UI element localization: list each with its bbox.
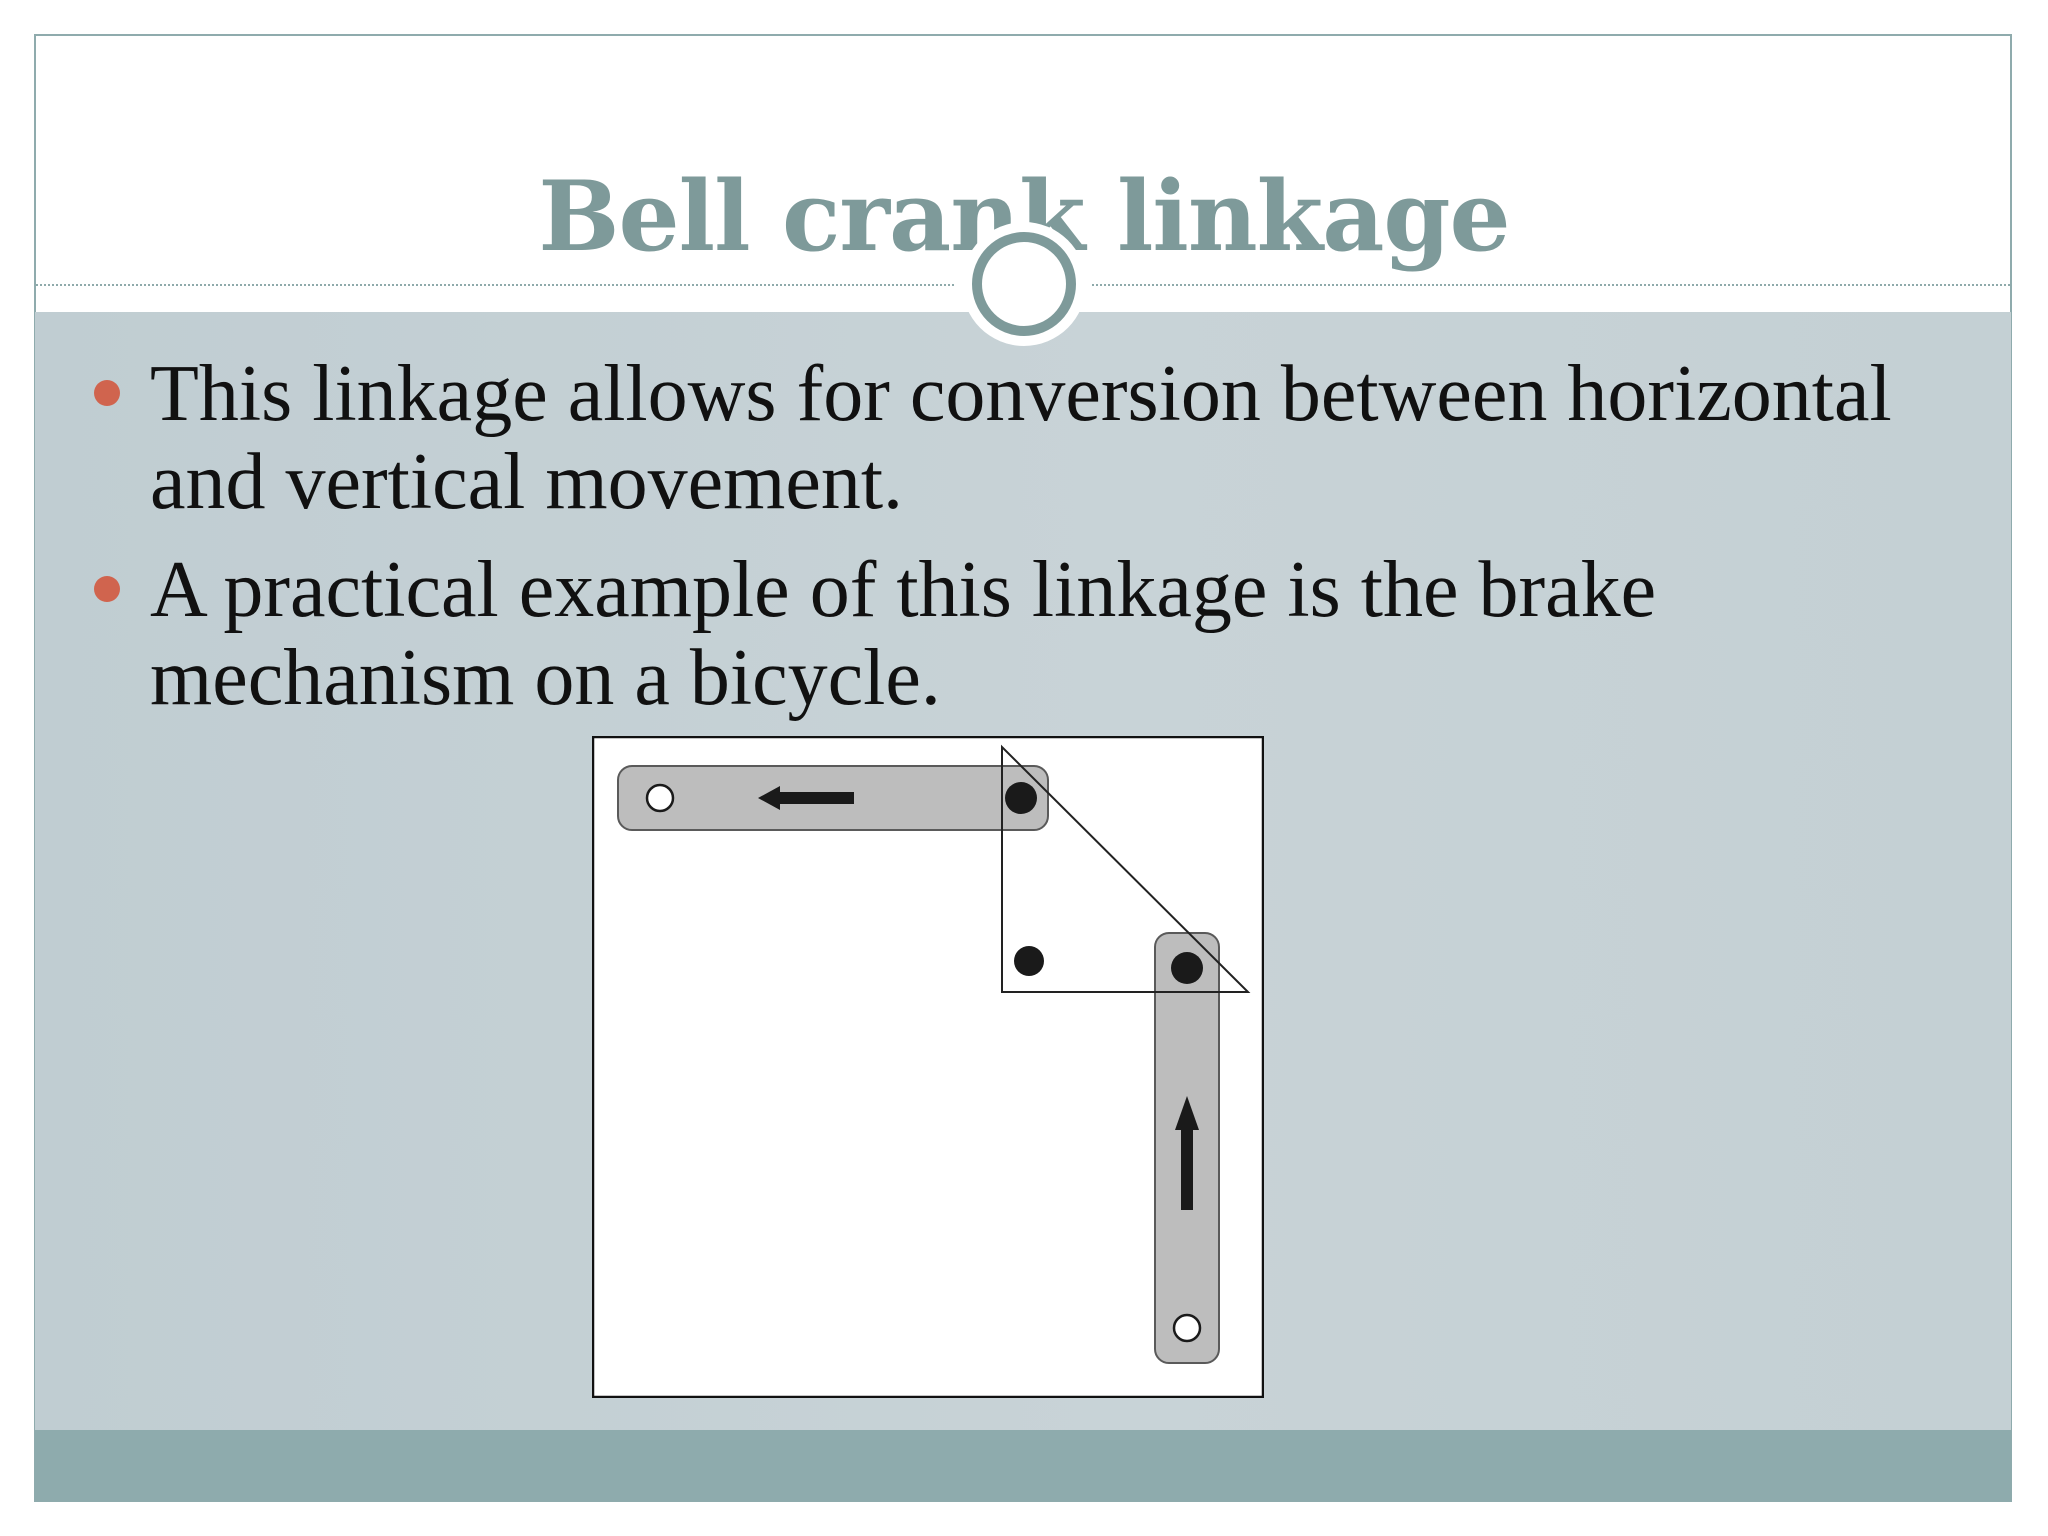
left-arrow-icon <box>758 786 854 810</box>
divider-circle-icon <box>972 232 1076 336</box>
bell-crank-diagram <box>592 736 1264 1398</box>
diagram-frame <box>592 736 1264 1398</box>
up-arrow-icon <box>1175 1096 1199 1210</box>
bullet-dot-icon <box>94 576 120 602</box>
bullet-text: A practical example of this linkage is t… <box>150 546 1657 722</box>
crank-joint-right <box>1171 952 1203 984</box>
bullet-item: This linkage allows for conversion betwe… <box>92 350 1972 526</box>
bullet-list: This linkage allows for conversion betwe… <box>92 350 1972 742</box>
crank-joint-top <box>1005 782 1037 814</box>
fixed-pivot-top <box>645 783 675 813</box>
bullet-item: A practical example of this linkage is t… <box>92 546 1972 722</box>
bullet-text: This linkage allows for conversion betwe… <box>150 350 1892 526</box>
bell-crank-triangle <box>1001 744 1251 993</box>
footer-band <box>35 1430 2011 1501</box>
bullet-dot-icon <box>94 380 120 406</box>
crank-pivot <box>1014 946 1044 976</box>
title-divider-right <box>1092 284 2010 286</box>
fixed-pivot-bottom <box>1172 1313 1202 1343</box>
title-divider-left <box>36 284 954 286</box>
